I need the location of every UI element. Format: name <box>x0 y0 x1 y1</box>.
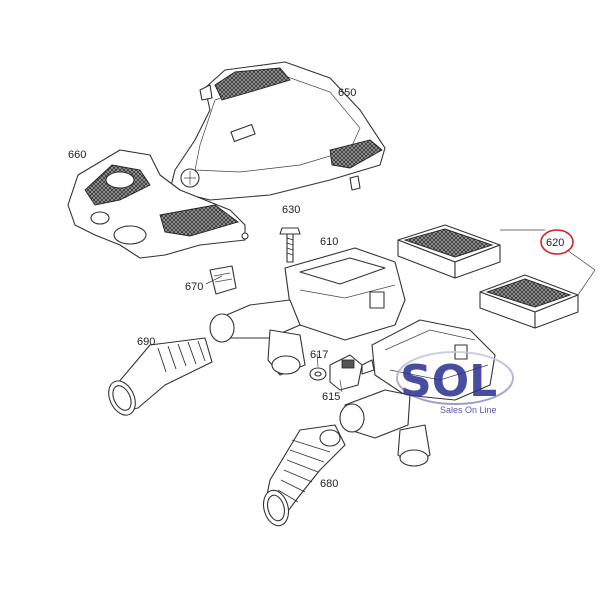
label-670: 670 <box>185 281 203 293</box>
air-filter-620 <box>397 224 596 329</box>
intake-hose-680 <box>262 424 346 527</box>
label-620: 620 <box>546 237 564 249</box>
side-cover-660 <box>67 149 249 259</box>
highlight-circle-620 <box>540 229 574 255</box>
label-650: 650 <box>338 87 356 99</box>
label-680: 680 <box>320 478 338 490</box>
engine-cover-650 <box>169 61 386 201</box>
washer-617 <box>309 367 327 381</box>
watermark-logo: SOL Sales On Line <box>396 351 514 415</box>
intake-hose-690 <box>108 337 213 416</box>
sensor-615 <box>329 354 375 391</box>
clip-670 <box>209 265 237 295</box>
watermark-tagline: Sales On Line <box>440 405 497 415</box>
bolt-630 <box>279 227 301 263</box>
part-labels: 650 660 630 610 670 690 617 615 680 620 <box>68 87 574 490</box>
air-filter-housing-right <box>339 319 496 467</box>
air-filter-housing-610 <box>209 247 406 376</box>
label-610: 610 <box>320 236 338 248</box>
leader-lines <box>205 275 343 393</box>
label-660: 660 <box>68 149 86 161</box>
label-615: 615 <box>322 391 340 403</box>
watermark-logo-text: SOL <box>400 356 497 407</box>
label-630: 630 <box>282 204 300 216</box>
label-690: 690 <box>137 336 155 348</box>
label-617: 617 <box>310 349 328 361</box>
